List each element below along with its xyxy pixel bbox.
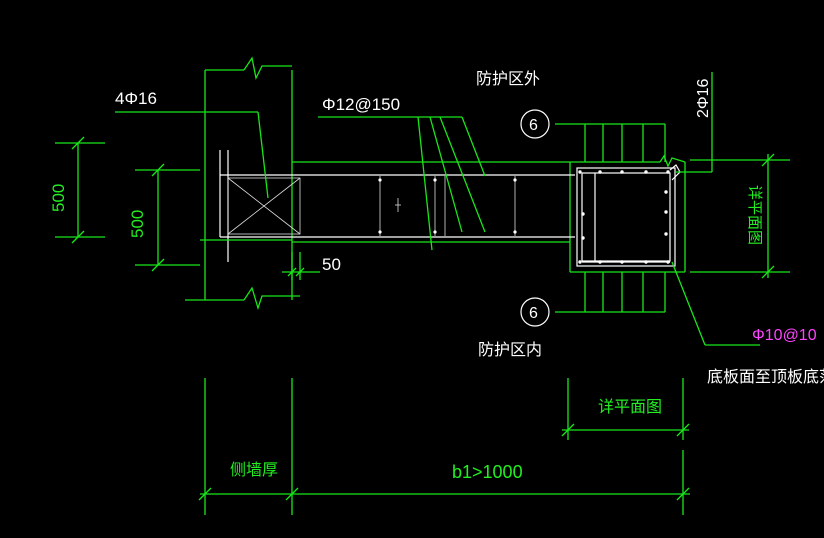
main-bars-label: 4Φ16 [115, 89, 157, 108]
dim-500-outer [55, 136, 105, 244]
side-wall [185, 56, 300, 311]
column-section [576, 164, 681, 267]
inside-zone-label: 防护区内 [478, 341, 542, 359]
corner-bars-label: 2Φ16 [695, 78, 712, 118]
dim-500-inner-text: 500 [128, 210, 147, 238]
section-mark-bottom-circle [520, 297, 550, 327]
section-mark-top-number: 6 [529, 117, 538, 134]
outside-zone-label: 防护区外 [476, 70, 540, 88]
section-mark-bottom-number: 6 [529, 305, 538, 322]
dim-plan-horizontal [561, 378, 690, 440]
dim-bottom [198, 378, 690, 515]
dim-500-outer-text: 500 [49, 184, 68, 212]
leader-lines [115, 72, 760, 346]
wall-thickness-label: 侧墙厚 [230, 461, 278, 479]
dim-500-inner [135, 163, 200, 272]
stirrup-right-label: Φ10@10 [752, 327, 817, 344]
section-mark-top-circle [520, 109, 550, 139]
dim-50 [282, 252, 320, 280]
plan-ref-horizontal: 详平面图 [598, 398, 662, 416]
plan-ref-vertical: 详平面图 [746, 185, 763, 245]
offset-50-label: 50 [322, 255, 341, 274]
b1-dimension-label: b1>1000 [452, 462, 523, 482]
stirrup-top-label: Φ12@150 [322, 95, 400, 114]
beam-rebar [200, 150, 575, 262]
range-note: 底板面至顶板底范 [707, 368, 824, 386]
section-cut-lines [555, 123, 666, 313]
dim-plan-vertical [690, 153, 790, 279]
